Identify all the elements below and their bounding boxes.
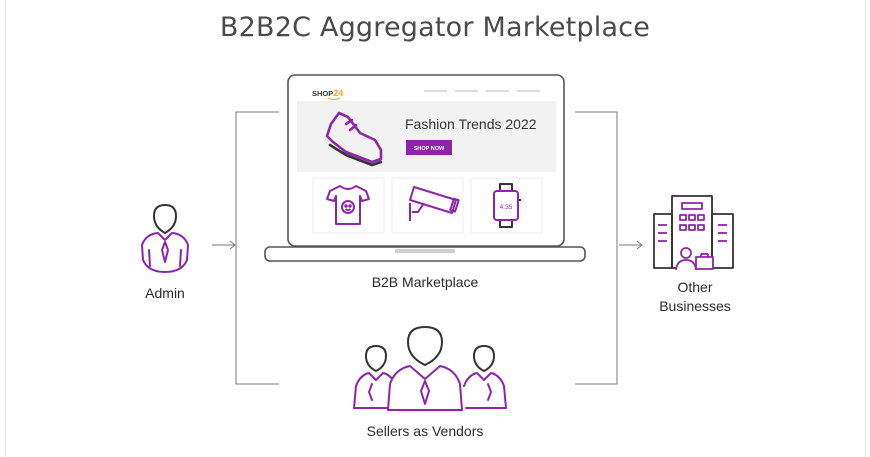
left-border — [5, 0, 6, 457]
sellers-label: Sellers as Vendors — [366, 423, 484, 439]
office-building-icon — [653, 195, 734, 271]
right-border — [865, 0, 866, 457]
laptop-notch — [395, 249, 455, 253]
laptop-icon: SHOP24 Fashion Trends 2022 SHOP NOW — [264, 74, 586, 262]
admin-label: Admin — [145, 285, 185, 301]
product-tile-watch[interactable] — [470, 177, 543, 234]
other-businesses-label-line2: Businesses — [659, 298, 731, 314]
other-businesses-label-line1: Other — [677, 279, 713, 295]
tshirt-icon — [326, 185, 370, 225]
business-arrow-head — [636, 240, 643, 250]
watch-time: 4:35 — [500, 204, 513, 211]
admin-person-icon — [141, 204, 189, 273]
diagram-title: B2B2C Aggregator Marketplace — [219, 12, 651, 43]
laptop-base — [264, 246, 586, 262]
right-bracket — [575, 111, 618, 385]
connector-lines — [212, 111, 643, 385]
vendors-group-icon — [353, 326, 507, 411]
banner-title: Fashion Trends 2022 — [405, 116, 537, 132]
shop-logo-smile — [327, 97, 341, 101]
left-bracket — [235, 111, 279, 385]
sneaker-icon — [325, 111, 383, 167]
cctv-camera-icon — [409, 186, 460, 221]
smartwatch-icon — [493, 183, 521, 228]
shop-logo: SHOP24 — [312, 88, 343, 98]
admin-arrow-head — [229, 240, 236, 250]
shop-now-label: SHOP NOW — [414, 146, 445, 152]
laptop-caption: B2B Marketplace — [371, 274, 479, 290]
banner-panel — [297, 101, 556, 172]
shop-now-button[interactable] — [406, 140, 452, 155]
